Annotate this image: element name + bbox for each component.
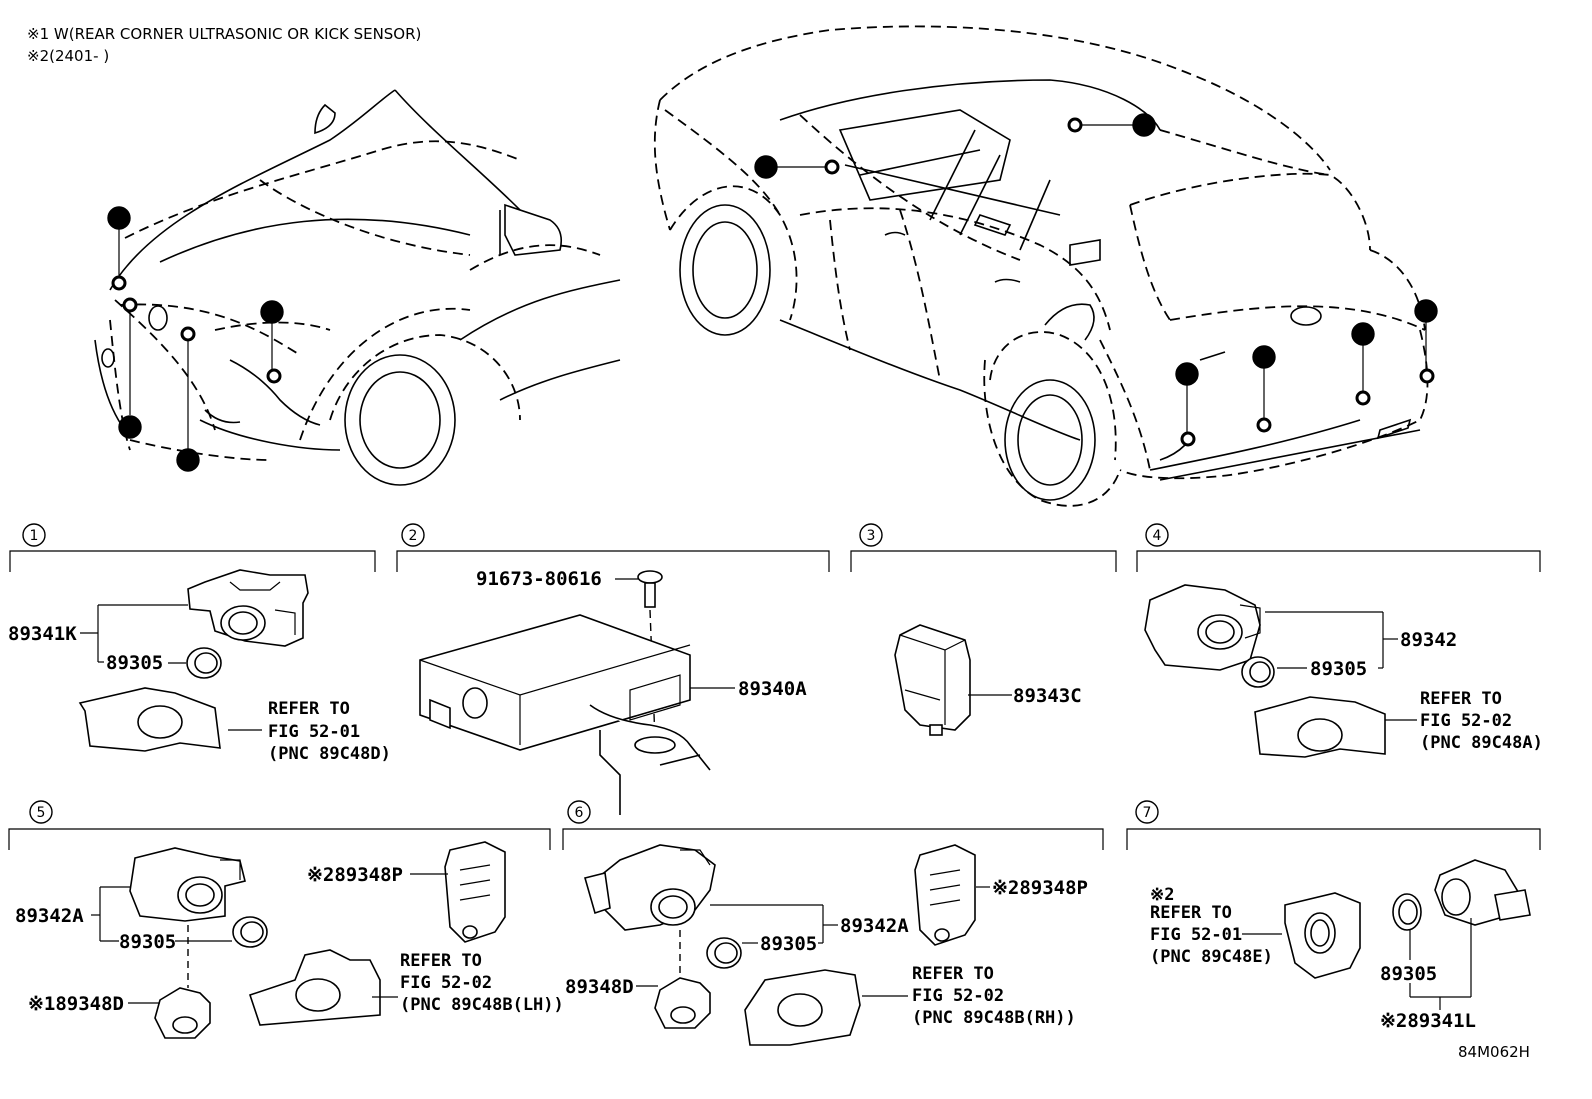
- svg-text:7: 7: [184, 453, 193, 469]
- svg-text:4: 4: [1422, 304, 1431, 320]
- sensor-89348d-drawing: [654, 977, 711, 1029]
- svg-text:5: 5: [37, 805, 46, 821]
- svg-text:2: 2: [409, 528, 418, 544]
- ecu-89340a-drawing: [419, 614, 711, 815]
- svg-text:※289348P: ※289348P: [992, 877, 1088, 899]
- svg-text:89305: 89305: [1310, 658, 1367, 680]
- svg-text:89305: 89305: [119, 931, 176, 953]
- sensor-89342a-drawing: [129, 847, 246, 922]
- svg-text:2: 2: [762, 160, 771, 176]
- svg-text:FIG 52-02: FIG 52-02: [1420, 711, 1512, 731]
- sensor-89341k-drawing: [187, 569, 309, 647]
- bracket-drawing: [248, 949, 381, 1026]
- sensor-89348p-drawing: [914, 844, 976, 946]
- svg-text:1: 1: [30, 528, 39, 544]
- svg-text:4: 4: [1153, 528, 1162, 544]
- section-6: 6: [562, 800, 1104, 1046]
- bracket-drawing: [1254, 696, 1386, 758]
- svg-text:(PNC 89C48E): (PNC 89C48E): [1150, 947, 1273, 967]
- svg-text:FIG 52-01: FIG 52-01: [1150, 925, 1242, 945]
- svg-text:89305: 89305: [106, 652, 163, 674]
- svg-text:1: 1: [115, 211, 124, 227]
- svg-text:REFER TO: REFER TO: [1420, 689, 1502, 709]
- svg-text:7: 7: [126, 420, 135, 436]
- svg-text:6: 6: [575, 805, 584, 821]
- svg-text:89343C: 89343C: [1013, 685, 1082, 707]
- ring-89305-drawing: [1392, 893, 1422, 931]
- ring-89305-drawing: [706, 937, 742, 969]
- svg-text:6: 6: [1359, 327, 1368, 343]
- svg-text:REFER TO: REFER TO: [268, 699, 350, 719]
- sensor-89342a-drawing: [584, 844, 716, 931]
- diagram-code: 84M062H: [1458, 1043, 1530, 1061]
- section-2: 2 91673-80616 89340A: [396, 523, 830, 815]
- front-vehicle-illustration: [94, 89, 621, 486]
- svg-text:3: 3: [867, 528, 876, 544]
- svg-text:※289341L: ※289341L: [1380, 1010, 1476, 1032]
- svg-text:91673-80616: 91673-80616: [476, 568, 602, 590]
- svg-text:REFER TO: REFER TO: [1150, 903, 1232, 923]
- section-1: 1 89341K 89305 REFER TO FIG 52-01 (PNC 8…: [8, 523, 391, 764]
- svg-text:89342A: 89342A: [15, 905, 84, 927]
- svg-text:(PNC 89C48A): (PNC 89C48A): [1420, 733, 1543, 753]
- svg-text:5: 5: [1260, 350, 1269, 366]
- section-4: 4 89342 89305 REFER TO FIG 52-02 (PNC 89…: [1136, 523, 1543, 758]
- svg-text:(PNC 89C48D): (PNC 89C48D): [268, 744, 391, 764]
- location-callouts: 1 7 7 1 2 3 4 5 6: [107, 113, 1438, 472]
- svg-text:4: 4: [1183, 367, 1192, 383]
- bolt-drawing: [637, 570, 663, 608]
- section-5: 5 893: [8, 800, 564, 1039]
- svg-text:※189348D: ※189348D: [28, 993, 124, 1015]
- svg-text:89305: 89305: [1380, 963, 1437, 985]
- ring-89305-drawing: [186, 647, 222, 679]
- svg-text:89342A: 89342A: [840, 915, 909, 937]
- sensor-89341l-drawing: [1434, 859, 1531, 926]
- bracket-drawing: [78, 687, 221, 752]
- svg-text:89341K: 89341K: [8, 623, 77, 645]
- ring-89305-drawing: [232, 916, 268, 948]
- svg-text:REFER TO: REFER TO: [400, 951, 482, 971]
- sensor-89348d-drawing: [154, 987, 211, 1039]
- section-3: 3 89343C: [850, 523, 1117, 736]
- sensor-89348p-drawing: [444, 841, 506, 943]
- svg-text:※289348P: ※289348P: [307, 864, 403, 886]
- note-1: ※1 W(REAR CORNER ULTRASONIC OR KICK SENS…: [27, 25, 421, 43]
- svg-text:89340A: 89340A: [738, 678, 807, 700]
- svg-text:7: 7: [1143, 805, 1152, 821]
- sensor-89342-drawing: [1144, 584, 1261, 671]
- svg-text:FIG 52-02: FIG 52-02: [400, 973, 492, 993]
- sensor-89343c-drawing: [894, 624, 971, 736]
- svg-text:89342: 89342: [1400, 629, 1457, 651]
- svg-text:(PNC 89C48B(LH)): (PNC 89C48B(LH)): [400, 995, 564, 1015]
- svg-text:3: 3: [1140, 118, 1149, 134]
- section-7: 7 ※2 REFER TO FIG 52-01 (PNC 89C48E) 893…: [1126, 800, 1541, 1032]
- svg-text:FIG 52-01: FIG 52-01: [268, 722, 360, 742]
- bracket-drawing: [744, 969, 861, 1046]
- ring-89305-drawing: [1241, 656, 1275, 688]
- svg-text:REFER TO: REFER TO: [912, 964, 994, 984]
- rear-vehicle-illustration: [653, 25, 1429, 507]
- svg-text:1: 1: [268, 305, 277, 321]
- svg-text:FIG 52-02: FIG 52-02: [912, 986, 1004, 1006]
- svg-text:(PNC 89C48B(RH)): (PNC 89C48B(RH)): [912, 1008, 1076, 1028]
- svg-text:※2: ※2: [1150, 885, 1174, 905]
- svg-text:89348D: 89348D: [565, 976, 634, 998]
- cover-drawing: [1284, 892, 1361, 979]
- note-2: ※2(2401- ): [27, 47, 109, 65]
- svg-text:89305: 89305: [760, 933, 817, 955]
